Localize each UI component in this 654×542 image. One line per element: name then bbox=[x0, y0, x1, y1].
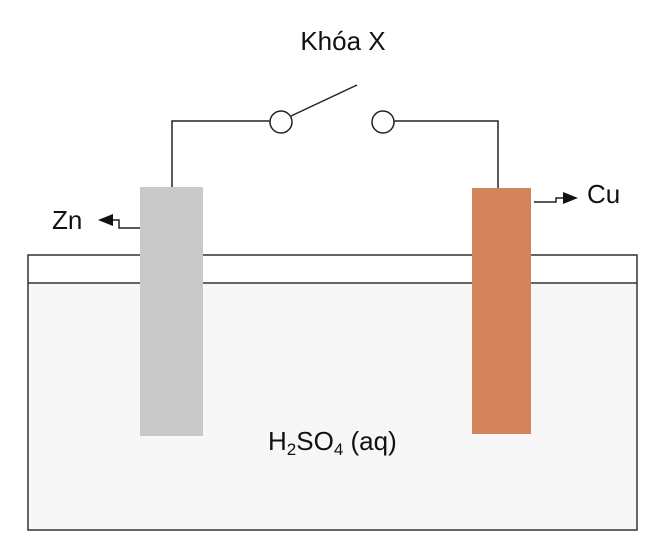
cu-arrow-line bbox=[534, 197, 565, 203]
zn-arrow-line bbox=[110, 219, 140, 229]
zn-arrow-icon bbox=[98, 214, 113, 226]
formula-h: H bbox=[268, 426, 287, 456]
formula-so: SO bbox=[296, 426, 334, 456]
subscript-2: 2 bbox=[287, 440, 296, 459]
cu-arrow-icon bbox=[563, 192, 578, 204]
electrolyte-solution bbox=[29, 284, 636, 529]
switch-label: Khóa X bbox=[300, 26, 385, 56]
zn-label: Zn bbox=[52, 205, 82, 235]
state-aq: (aq) bbox=[343, 426, 396, 456]
switch-terminal-left bbox=[269, 110, 293, 134]
switch-terminal-right bbox=[371, 110, 395, 134]
zn-electrode bbox=[140, 187, 203, 436]
solution-label: H2SO4 (aq) bbox=[268, 426, 397, 459]
wire-right bbox=[394, 120, 499, 188]
cu-electrode bbox=[472, 188, 531, 434]
subscript-4: 4 bbox=[334, 440, 343, 459]
wire-left bbox=[171, 120, 270, 187]
switch-lever[interactable] bbox=[290, 84, 358, 117]
cu-label: Cu bbox=[587, 179, 620, 209]
